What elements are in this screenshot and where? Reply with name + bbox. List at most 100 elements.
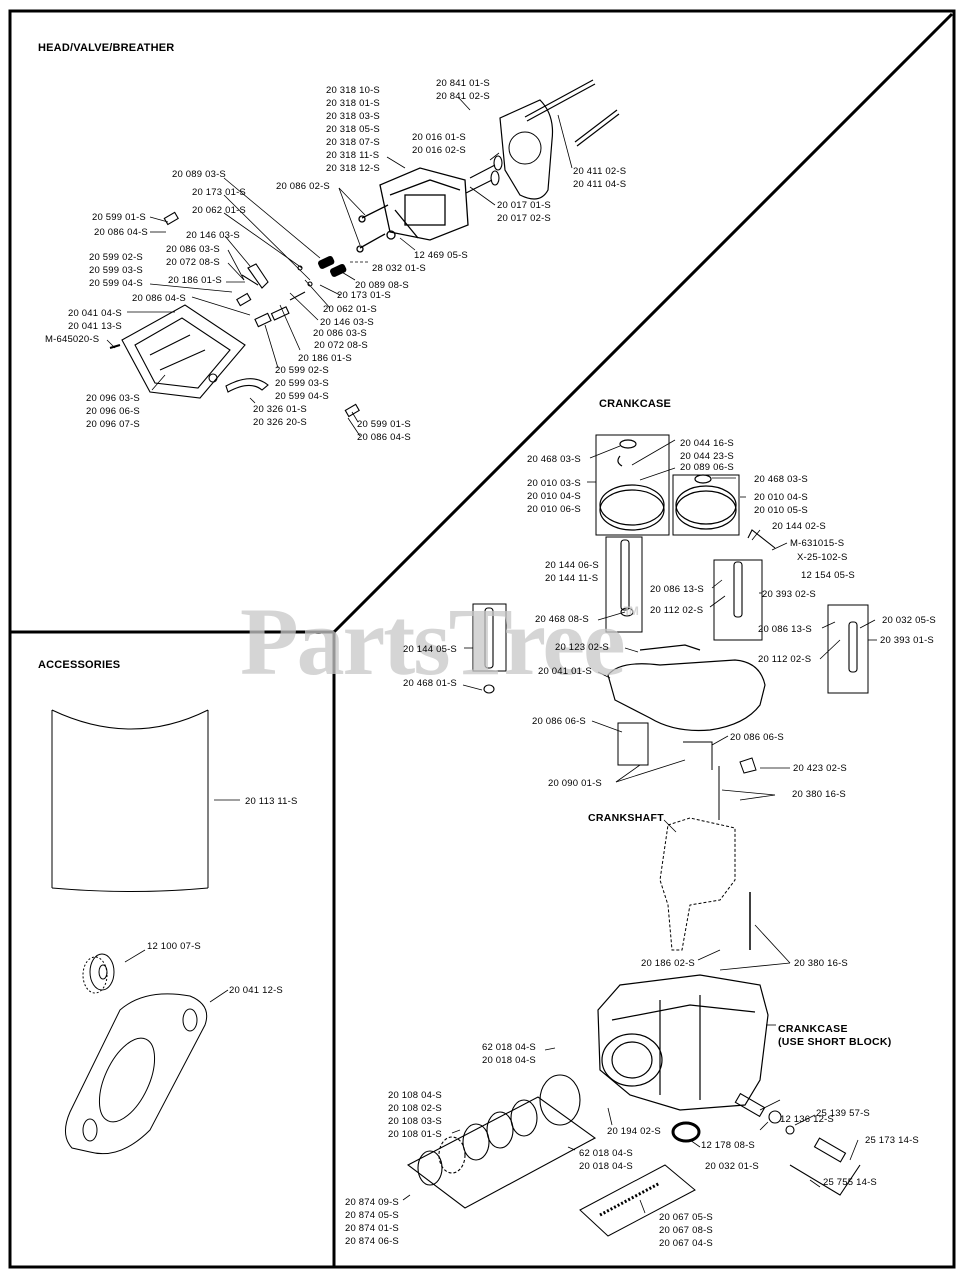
- part-number[interactable]: 20 086 03-S: [166, 244, 220, 255]
- part-number[interactable]: 28 032 01-S: [372, 263, 426, 274]
- part-number[interactable]: 25 755 14-S: [823, 1177, 877, 1188]
- part-number[interactable]: 20 010 06-S: [527, 504, 581, 515]
- part-number[interactable]: 20 599 04-S: [275, 391, 329, 402]
- part-label-washer-gov[interactable]: 20 468 08-S: [535, 613, 589, 626]
- part-label-bracket[interactable]: 20 090 01-S: [548, 777, 602, 790]
- part-number[interactable]: 12 100 07-S: [147, 941, 201, 952]
- part-label-m-part[interactable]: M-631015-S: [790, 537, 844, 550]
- part-number[interactable]: 20 018 04-S: [579, 1161, 633, 1172]
- part-label-rod-b[interactable]: 20 186 02-S: [641, 957, 695, 970]
- part-number[interactable]: 20 086 06-S: [532, 716, 586, 727]
- part-number[interactable]: 20 041 13-S: [68, 321, 122, 332]
- part-number[interactable]: 20 086 04-S: [132, 293, 186, 304]
- part-number[interactable]: 20 062 01-S: [323, 304, 377, 315]
- part-number[interactable]: 20 318 10-S: [326, 85, 380, 96]
- part-number[interactable]: 20 018 04-S: [482, 1055, 536, 1066]
- part-number[interactable]: 20 146 03-S: [320, 317, 374, 328]
- part-number[interactable]: 20 194 02-S: [607, 1126, 661, 1137]
- part-number[interactable]: 20 016 02-S: [412, 145, 466, 156]
- part-number[interactable]: 20 044 23-S: [680, 451, 734, 462]
- part-number[interactable]: 20 010 03-S: [527, 478, 581, 489]
- part-number[interactable]: 12 136 12-S: [780, 1114, 834, 1125]
- part-number[interactable]: 20 599 01-S: [92, 212, 146, 223]
- part-label-shield[interactable]: 20 113 11-S: [245, 795, 298, 808]
- part-label-screw-gov-a[interactable]: 20 086 13-S: [650, 583, 704, 596]
- part-label-grommet[interactable]: 12 100 07-S: [147, 940, 201, 953]
- part-number[interactable]: 20 089 08-S: [355, 280, 409, 291]
- part-label-screw-a[interactable]: 20 086 04-S: [94, 226, 148, 239]
- part-label-plug-gov-b[interactable]: 20 032 05-S: [882, 614, 936, 627]
- part-label-screw-lower[interactable]: 20 086 03-S: [313, 327, 367, 340]
- part-number[interactable]: 20 032 05-S: [882, 615, 936, 626]
- part-number[interactable]: 20 468 08-S: [535, 614, 589, 625]
- part-number[interactable]: 20 599 03-S: [89, 265, 143, 276]
- part-label-cover-gasket[interactable]: 20 041 04-S 20 041 13-S: [68, 307, 122, 333]
- part-number[interactable]: 20 041 01-S: [538, 666, 592, 677]
- part-number[interactable]: 20 089 06-S: [680, 462, 734, 473]
- part-label-retainer-lower[interactable]: 20 173 01-S: [337, 289, 391, 302]
- part-label-head-bolt[interactable]: 20 086 02-S: [276, 180, 330, 193]
- part-label-cam-spring[interactable]: 20 089 06-S: [680, 461, 734, 474]
- part-number[interactable]: M-631015-S: [790, 538, 845, 549]
- part-number[interactable]: 20 468 03-S: [527, 454, 581, 465]
- part-number[interactable]: 20 090 01-S: [548, 778, 602, 789]
- part-number[interactable]: 20 326 20-S: [253, 417, 307, 428]
- part-number[interactable]: 20 123 02-S: [555, 642, 609, 653]
- part-number[interactable]: 20 041 12-S: [229, 985, 283, 996]
- part-number[interactable]: 62 018 04-S: [579, 1148, 633, 1159]
- part-number[interactable]: 20 173 01-S: [337, 290, 391, 301]
- part-label-exhaust-gasket[interactable]: 20 041 12-S: [229, 984, 283, 997]
- part-number[interactable]: 20 096 03-S: [86, 393, 140, 404]
- part-number[interactable]: 20 108 01-S: [388, 1129, 442, 1140]
- part-number[interactable]: 20 468 03-S: [754, 474, 808, 485]
- part-number[interactable]: 20 318 07-S: [326, 137, 380, 148]
- part-number[interactable]: 20 086 02-S: [276, 181, 330, 192]
- part-number[interactable]: 20 044 16-S: [680, 438, 734, 449]
- part-label-ball[interactable]: 20 194 02-S: [607, 1125, 661, 1138]
- part-number[interactable]: 20 108 02-S: [388, 1103, 442, 1114]
- part-number[interactable]: 20 041 04-S: [68, 308, 122, 319]
- part-number[interactable]: 20 113 11-S: [245, 796, 298, 807]
- part-number[interactable]: 20 062 01-S: [192, 205, 246, 216]
- part-label-drain-kit[interactable]: 25 755 14-S: [823, 1176, 877, 1189]
- part-label-seal-lower[interactable]: 20 062 01-S: [323, 303, 377, 316]
- part-label-retainer-upper[interactable]: 20 173 01-S: [192, 186, 246, 199]
- part-label-oil-seal[interactable]: 20 032 01-S: [705, 1160, 759, 1173]
- part-label-ring-clip-b[interactable]: 62 018 04-S 20 018 04-S: [579, 1147, 633, 1173]
- part-number[interactable]: 20 411 02-S: [573, 166, 627, 177]
- part-number[interactable]: 20 318 05-S: [326, 124, 380, 135]
- part-number[interactable]: 20 144 06-S: [545, 560, 599, 571]
- part-number[interactable]: 20 599 04-S: [89, 278, 143, 289]
- part-number[interactable]: 20 086 03-S: [313, 328, 367, 339]
- part-number[interactable]: 20 423 02-S: [793, 763, 847, 774]
- part-label-nut-lower[interactable]: 20 072 08-S: [314, 339, 368, 352]
- part-label-rocker-lower[interactable]: 20 186 01-S: [298, 352, 352, 365]
- part-label-rocker-upper[interactable]: 20 186 01-S: [168, 274, 222, 287]
- part-number[interactable]: 20 874 06-S: [345, 1236, 399, 1247]
- part-number[interactable]: 20 072 08-S: [314, 340, 368, 351]
- part-number[interactable]: 20 067 04-S: [659, 1238, 713, 1249]
- part-number[interactable]: 20 393 01-S: [880, 635, 934, 646]
- part-label-rocker-stud-upper[interactable]: 20 146 03-S: [186, 229, 240, 242]
- part-number[interactable]: 12 178 08-S: [701, 1140, 755, 1151]
- part-number[interactable]: 20 086 06-S: [730, 732, 784, 743]
- part-number[interactable]: 25 173 14-S: [865, 1135, 919, 1146]
- part-number[interactable]: 20 318 12-S: [326, 163, 380, 174]
- part-label-stud-lower[interactable]: 20 146 03-S: [320, 316, 374, 329]
- part-label-valve-drain[interactable]: 25 173 14-S: [865, 1134, 919, 1147]
- part-number[interactable]: 25 139 57-S: [816, 1108, 870, 1119]
- part-number[interactable]: 20 411 04-S: [573, 179, 627, 190]
- part-label-dowel-b[interactable]: 20 380 16-S: [794, 957, 848, 970]
- part-label-washer-head[interactable]: 12 469 05-S: [414, 249, 468, 262]
